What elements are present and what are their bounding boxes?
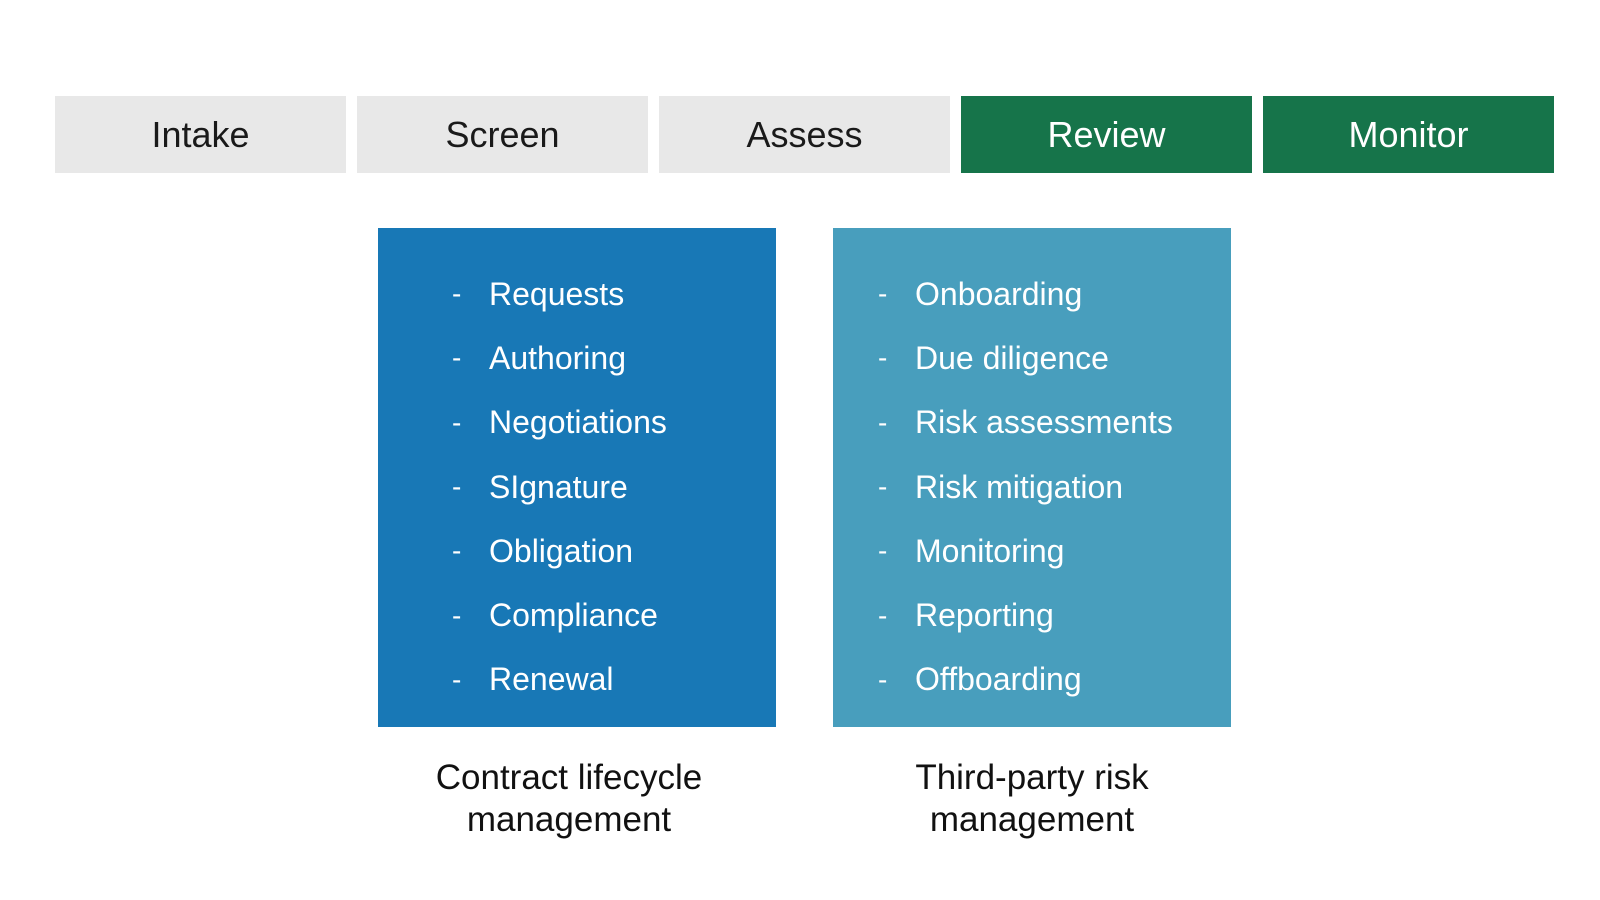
bullet-dash: - (452, 535, 462, 567)
tprm-box: -Onboarding -Due diligence -Risk assessm… (833, 228, 1231, 727)
clm-list: -Requests -Authoring -Negotiations -SIgn… (452, 262, 667, 712)
tprm-item-label: Onboarding (915, 275, 1083, 312)
clm-list-item: -Compliance (452, 583, 667, 647)
bullet-dash: - (878, 599, 888, 631)
stage-review: Review (961, 96, 1252, 173)
clm-caption-line2: management (466, 800, 672, 839)
clm-list-item: -Renewal (452, 648, 667, 712)
stage-intake: Intake (55, 96, 346, 173)
tprm-list-item: -Offboarding (878, 648, 1173, 712)
bullet-dash: - (452, 406, 462, 438)
stage-screen: Screen (357, 96, 648, 173)
tprm-item-label: Monitoring (915, 532, 1065, 569)
bullet-dash: - (878, 406, 888, 438)
clm-item-label: Renewal (489, 661, 614, 698)
bullet-dash: - (452, 663, 462, 695)
clm-item-label: Requests (489, 275, 625, 312)
tprm-list-item: -Onboarding (878, 262, 1173, 326)
stage-assess: Assess (659, 96, 950, 173)
bullet-dash: - (878, 342, 888, 374)
clm-list-item: -Obligation (452, 519, 667, 583)
clm-caption: Contract lifecycle management (370, 757, 768, 841)
clm-list-item: -Requests (452, 262, 667, 326)
tprm-list-item: -Monitoring (878, 519, 1173, 583)
tprm-list: -Onboarding -Due diligence -Risk assessm… (878, 262, 1173, 712)
clm-list-item: -SIgnature (452, 455, 667, 519)
tprm-item-label: Due diligence (915, 339, 1109, 376)
bullet-dash: - (452, 278, 462, 310)
tprm-caption-line2: management (929, 800, 1135, 839)
clm-list-item: -Negotiations (452, 391, 667, 455)
clm-item-label: Negotiations (489, 404, 667, 441)
clm-item-label: Compliance (489, 597, 658, 634)
stage-monitor: Monitor (1263, 96, 1554, 173)
clm-item-label: SIgnature (489, 468, 628, 505)
bullet-dash: - (452, 342, 462, 374)
bullet-dash: - (452, 471, 462, 503)
tprm-caption-line1: Third-party risk (915, 758, 1149, 797)
bullet-dash: - (452, 599, 462, 631)
tprm-item-label: Offboarding (915, 661, 1082, 698)
clm-item-label: Authoring (489, 339, 626, 376)
bullet-dash: - (878, 535, 888, 567)
bullet-dash: - (878, 471, 888, 503)
tprm-item-label: Reporting (915, 597, 1054, 634)
tprm-list-item: -Risk mitigation (878, 455, 1173, 519)
tprm-list-item: -Reporting (878, 583, 1173, 647)
clm-caption-line1: Contract lifecycle (435, 758, 703, 797)
clm-box: -Requests -Authoring -Negotiations -SIgn… (378, 228, 776, 727)
tprm-item-label: Risk assessments (915, 404, 1173, 441)
tprm-caption: Third-party risk management (833, 757, 1231, 841)
bullet-dash: - (878, 663, 888, 695)
tprm-item-label: Risk mitigation (915, 468, 1124, 505)
tprm-list-item: -Risk assessments (878, 391, 1173, 455)
clm-item-label: Obligation (489, 532, 634, 569)
bullet-dash: - (878, 278, 888, 310)
clm-list-item: -Authoring (452, 326, 667, 390)
tprm-list-item: -Due diligence (878, 326, 1173, 390)
